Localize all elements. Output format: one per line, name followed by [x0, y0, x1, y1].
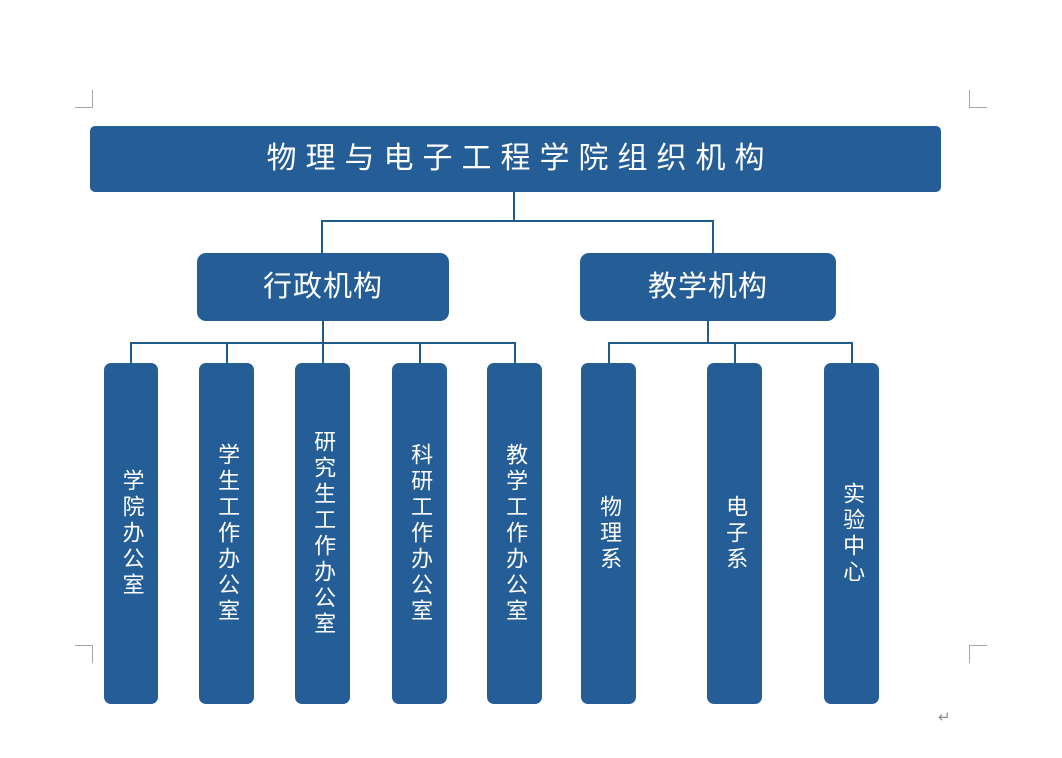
crop-mark-top-left: [75, 90, 94, 109]
connector-admin-drop-1: [130, 342, 132, 364]
connector-admin-drop-2: [226, 342, 228, 364]
paragraph-mark: ↵: [938, 708, 951, 726]
connector-teaching-bus: [608, 342, 853, 344]
connector-admin-bus: [130, 342, 516, 344]
connector-root-stem: [513, 192, 515, 222]
crop-mark-bottom-left: [75, 645, 94, 663]
connector-root-bus: [321, 220, 714, 222]
connector-admin-drop-4: [419, 342, 421, 364]
connector-teaching-drop-1: [608, 342, 610, 364]
org-chart-leaf-electronics-department[interactable]: 电子系: [707, 363, 762, 704]
org-chart-leaf-teaching-affairs-office[interactable]: 教学工作办公室: [487, 363, 542, 704]
org-chart-leaf-student-affairs-office[interactable]: 学生工作办公室: [199, 363, 254, 704]
org-chart-leaf-graduate-affairs-office[interactable]: 研究生工作办公室: [295, 363, 350, 704]
connector-teaching-stem: [707, 321, 709, 343]
org-chart-leaf-college-office[interactable]: 学院办公室: [104, 363, 158, 704]
connector-teaching-drop-3: [851, 342, 853, 364]
org-chart-leaf-physics-department[interactable]: 物理系: [581, 363, 636, 704]
org-chart-branch-admin[interactable]: 行政机构: [197, 253, 449, 321]
crop-mark-bottom-right: [969, 645, 987, 663]
org-chart-leaf-research-affairs-office[interactable]: 科研工作办公室: [392, 363, 447, 704]
org-chart-leaf-experiment-center[interactable]: 实验中心: [824, 363, 879, 704]
connector-root-to-admin: [321, 220, 323, 253]
connector-admin-drop-3: [322, 342, 324, 364]
org-chart-branch-teaching[interactable]: 教学机构: [580, 253, 836, 321]
connector-admin-stem: [322, 321, 324, 343]
org-chart-root-node[interactable]: 物理与电子工程学院组织机构: [90, 126, 941, 192]
connector-admin-drop-5: [514, 342, 516, 364]
crop-mark-top-right: [969, 90, 987, 109]
connector-root-to-teaching: [712, 220, 714, 253]
connector-teaching-drop-2: [734, 342, 736, 364]
